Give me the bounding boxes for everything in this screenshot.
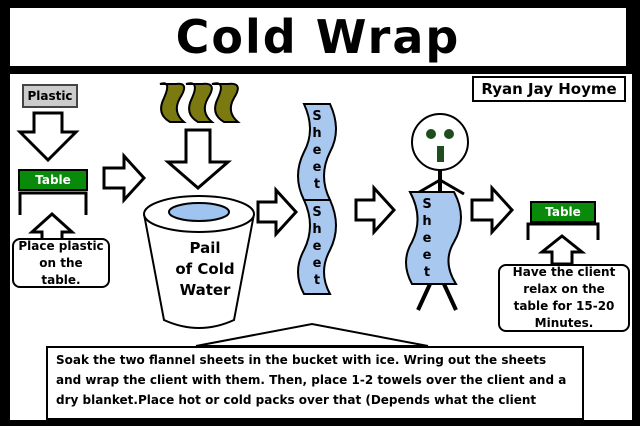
table-label-left: Table	[18, 169, 88, 191]
table-bracket-right	[526, 222, 600, 240]
title-banner: Cold Wrap	[10, 8, 626, 66]
client-arm-right	[439, 178, 465, 196]
towel-3	[211, 82, 241, 123]
plastic-label: Plastic	[22, 84, 78, 108]
right-arrow-4	[470, 184, 515, 236]
pail-water	[168, 202, 230, 222]
client-eye-right	[444, 129, 454, 139]
right-arrow-1	[102, 152, 147, 204]
client-eye-left	[426, 129, 436, 139]
table-bracket-left	[18, 191, 88, 215]
client-wrap-sheet	[405, 191, 462, 285]
up-arrow-relax	[537, 234, 587, 266]
client-leg-left	[416, 283, 432, 311]
place-plastic-note: Place plastic on the table.	[12, 238, 110, 288]
client-leg-right	[442, 283, 458, 311]
author-label: Ryan Jay Hoyme	[472, 76, 626, 102]
down-arrow-towels	[163, 128, 233, 190]
callout-pointer	[195, 322, 429, 347]
right-arrow-3	[354, 184, 397, 236]
down-arrow-plastic	[16, 111, 80, 163]
relax-note: Have the client relax on the table for 1…	[498, 264, 630, 332]
page-title: Cold Wrap	[175, 10, 461, 64]
towel-2	[185, 82, 215, 123]
pail-body	[143, 213, 255, 329]
instructions-box: Soak the two flannel sheets in the bucke…	[46, 346, 584, 420]
client-mouth	[437, 146, 444, 162]
towel-1	[159, 82, 187, 123]
sheet-2	[297, 199, 337, 295]
right-arrow-2	[256, 186, 299, 238]
table-label-right: Table	[530, 201, 596, 223]
up-arrow-note	[28, 211, 76, 242]
